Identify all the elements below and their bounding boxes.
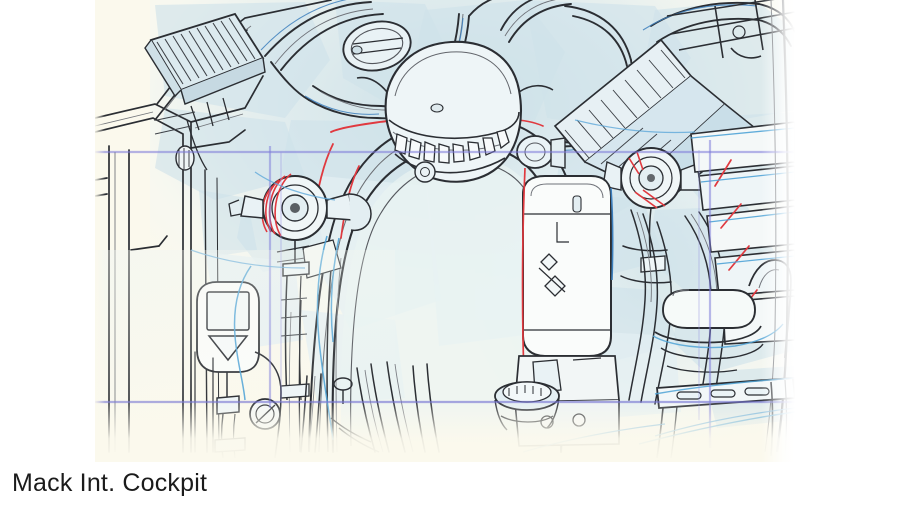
- upper-left-vent-grille: [144, 12, 266, 171]
- cable-bundle-light: [636, 211, 718, 303]
- wash-layer-lower-left-overlay: [95, 250, 395, 462]
- concept-art-plate: [95, 0, 795, 462]
- artwork-caption: Mack Int. Cockpit: [12, 469, 208, 497]
- left-wall-ring-fitting: [175, 145, 195, 171]
- central-turbine-housing: [356, 40, 554, 183]
- upper-centre-port: [342, 20, 412, 72]
